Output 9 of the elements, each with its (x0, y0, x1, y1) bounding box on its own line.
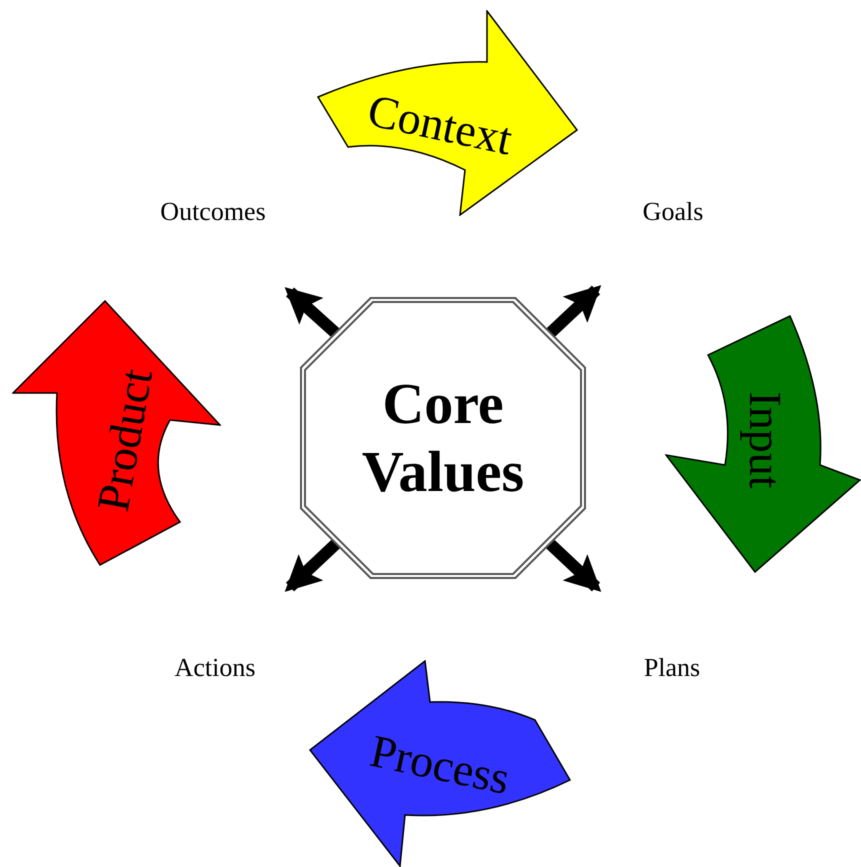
stage-label: Outcomes (160, 199, 266, 225)
arrow-label: Context (364, 87, 516, 163)
arrow-label: Process (366, 728, 514, 802)
stage-label: Plans (644, 655, 700, 681)
stage-label: Actions (174, 655, 256, 681)
arrow-label: Input (742, 391, 788, 489)
stage-label: Goals (642, 199, 704, 225)
center-title: Core Values (360, 370, 526, 506)
arrow-label: Product (90, 366, 160, 514)
